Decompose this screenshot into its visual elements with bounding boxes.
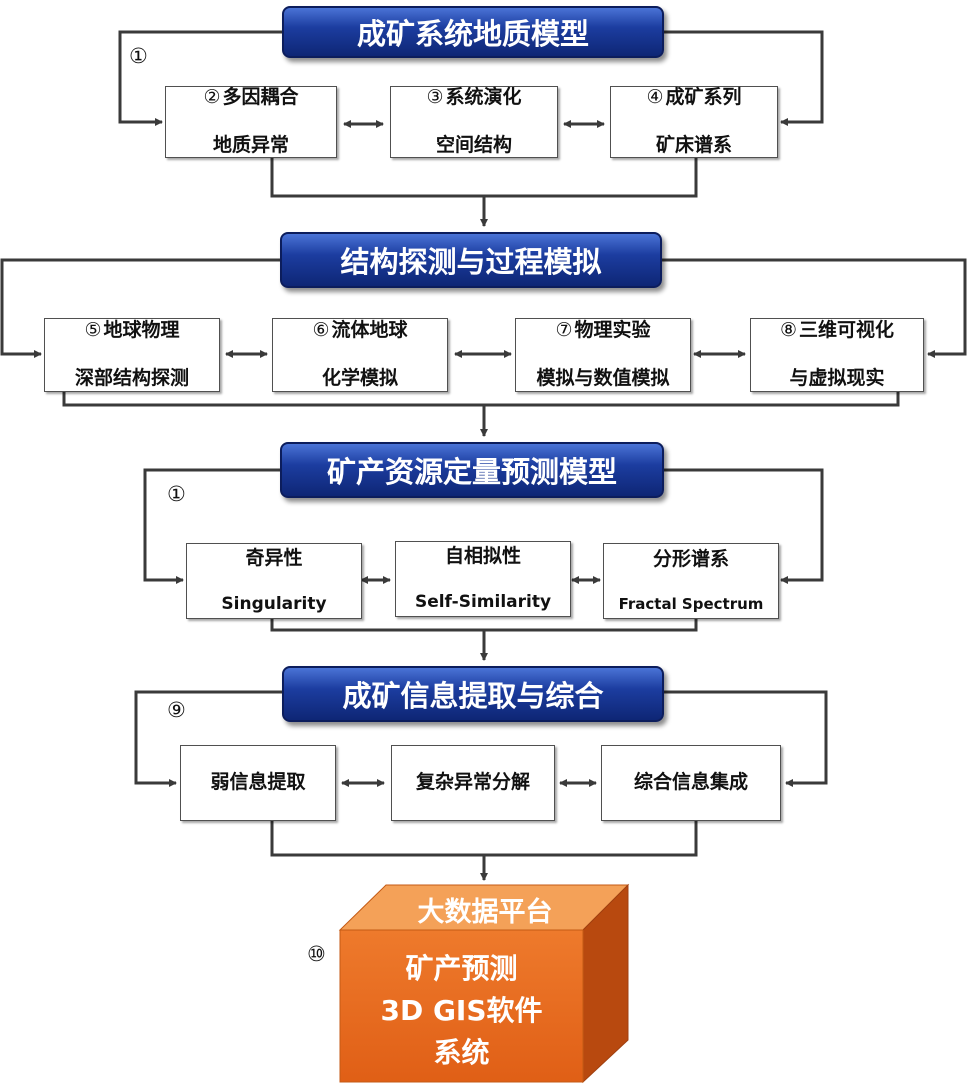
sec4-right-loop [664, 690, 828, 787]
marker-10: ⑩ [307, 942, 326, 966]
box-line-en: Self-Similarity [414, 592, 552, 613]
box-line-en: Singularity [221, 594, 327, 615]
cube-front-text: 矿产预测 3D GIS软件 系统 [340, 948, 583, 1074]
box-line-en: Fractal Spectrum [618, 595, 764, 614]
sec2-left-loop [0, 258, 280, 358]
box-line: 自相拟性 [444, 544, 521, 567]
box-self-similarity: 自相拟性 Self-Similarity [395, 541, 571, 617]
box-line: 地球物理 [103, 319, 180, 342]
marker-9: ⑨ [167, 698, 186, 722]
box-number: ④ [646, 86, 664, 109]
box-fractal-spectrum: 分形谱系 Fractal Spectrum [603, 543, 779, 619]
sec2-bottom-bus [62, 391, 900, 407]
cube-front-line: 3D GIS软件 [380, 994, 543, 1027]
box-line: 奇异性 [245, 546, 303, 569]
box-line: 地质异常 [212, 133, 289, 156]
box-line: 矿床谱系 [655, 133, 732, 156]
box-weak-information: 弱信息提取 [180, 745, 336, 821]
sec3-right-loop [664, 468, 824, 584]
banner-geological-model: 成矿系统地质模型 [282, 6, 664, 58]
box-number: ⑦ [555, 319, 573, 342]
marker-1: ① [129, 44, 148, 68]
box-line: 流体地球 [331, 319, 408, 342]
box-line: 综合信息集成 [633, 771, 748, 794]
sec1-left-loop [118, 30, 282, 126]
box-line: 物理实验 [574, 319, 651, 342]
box-line: 模拟与数值模拟 [536, 366, 670, 389]
box-number: ③ [426, 86, 444, 109]
box-line: 系统演化 [445, 86, 522, 109]
box-line: 弱信息提取 [210, 771, 306, 794]
box-number: ⑧ [779, 319, 798, 342]
sec2-right-loop [662, 258, 967, 358]
box-line: 化学模拟 [321, 366, 398, 389]
box-line: 多因耦合 [222, 86, 299, 109]
marker-1-second: ① [167, 482, 186, 506]
cube-front-face [339, 929, 584, 1083]
cube-front-line: 系统 [433, 1036, 490, 1069]
box-line: 复杂异常分解 [415, 771, 530, 794]
box-number: ⑤ [84, 319, 102, 342]
sec4-left-loop [134, 690, 282, 787]
box-line: 三维可视化 [799, 319, 895, 342]
banner-information-extraction: 成矿信息提取与综合 [282, 666, 664, 722]
box-number: ⑥ [312, 319, 330, 342]
box-number: ② [203, 86, 221, 109]
banner-quantitative-prediction: 矿产资源定量预测模型 [280, 442, 664, 498]
box-integrated-information: 综合信息集成 [601, 745, 781, 821]
box-line: 深部结构探测 [74, 366, 189, 389]
sec3-left-loop [143, 468, 282, 584]
box-line: 与虚拟现实 [789, 366, 885, 389]
cube-top-label: 大数据平台 [417, 897, 553, 928]
box-line: 成矿系列 [665, 86, 742, 109]
box-singularity: 奇异性 Singularity [186, 543, 362, 619]
box-line: 空间结构 [435, 133, 512, 156]
cube-front-line: 矿产预测 [405, 952, 518, 985]
box-line: 分形谱系 [652, 547, 729, 570]
sec1-right-loop [664, 30, 824, 126]
box-complex-anomaly: 复杂异常分解 [391, 745, 555, 821]
banner-structure-detection: 结构探测与过程模拟 [280, 232, 662, 288]
